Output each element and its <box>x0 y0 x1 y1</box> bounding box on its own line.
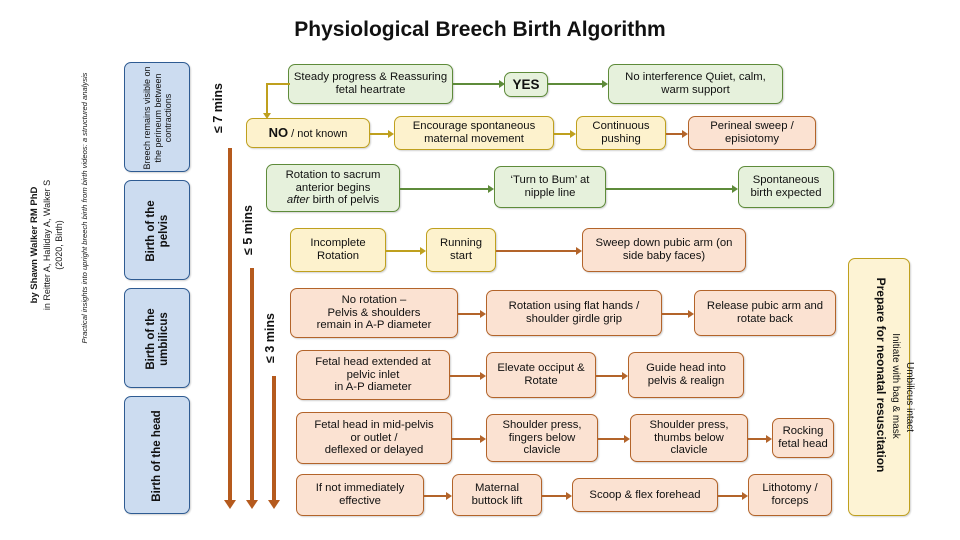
connector-running-to-sweep-head <box>576 247 582 255</box>
connector-ineffective-to-buttock <box>424 495 448 497</box>
node-rocking-fetal-head: Rocking fetal head <box>772 418 834 458</box>
connector-thumbs-to-rocking <box>748 438 768 440</box>
connector-steady-to-yes <box>453 83 501 85</box>
connector-scoop-to-lithotomy <box>718 495 744 497</box>
connector-yes-to-nointerference-head <box>602 80 608 88</box>
connector-turntobum-to-spontaneous-head <box>732 185 738 193</box>
node-shoulder-press-fingers: Shoulder press, fingers below clavicle <box>486 414 598 462</box>
timing-label-5-mins: ≤ 5 mins <box>240 205 255 255</box>
connector-extended-to-elevate-head <box>480 372 486 380</box>
connector-flathands-to-release-head <box>688 310 694 318</box>
connector-encourage-to-pushing <box>554 133 572 135</box>
stage-box-birth-pelvis: Birth of the pelvis <box>124 180 190 280</box>
node-continuous-pushing: Continuous pushing <box>576 116 666 150</box>
connector-assessment-elbow-v <box>266 83 268 115</box>
node-release-pubic-arm: Release pubic arm and rotate back <box>694 290 836 336</box>
connector-fingers-to-thumbs <box>598 438 626 440</box>
connector-incomplete-to-running <box>386 250 422 252</box>
connector-extended-to-elevate <box>450 375 482 377</box>
node-lithotomy-forceps: Lithotomy / forceps <box>748 474 832 516</box>
connector-flathands-to-release <box>662 313 690 315</box>
connector-buttock-to-scoop <box>542 495 568 497</box>
connector-elevate-to-guide-head <box>622 372 628 380</box>
time-arrow-5-mins <box>250 268 254 503</box>
connector-pushing-to-perineal-head <box>682 130 688 138</box>
connector-midpelvis-to-fingers-head <box>480 435 486 443</box>
connector-buttock-to-scoop-head <box>566 492 572 500</box>
node-rotation-flat-hands: Rotation using flat hands / shoulder gir… <box>486 290 662 336</box>
connector-fingers-to-thumbs-head <box>624 435 630 443</box>
connector-midpelvis-to-fingers <box>452 438 482 440</box>
attribution-year: (2020, Birth) <box>53 220 64 270</box>
connector-running-to-sweep <box>496 250 578 252</box>
connector-turntobum-to-spontaneous <box>606 188 734 190</box>
stage-box-birth-head: Birth of the head <box>124 396 190 514</box>
connector-steady-to-yes-head <box>499 80 505 88</box>
node-shoulder-press-thumbs: Shoulder press, thumbs below clavicle <box>630 414 748 462</box>
connector-incomplete-to-running-head <box>420 247 426 255</box>
node-sweep-down-pubic-arm: Sweep down pubic arm (on side baby faces… <box>582 228 746 272</box>
time-arrow-3-mins-head <box>268 500 280 509</box>
connector-elevate-to-guide <box>596 375 624 377</box>
connector-norotation-to-flathands-head <box>480 310 486 318</box>
node-no-interference: No interference Quiet, calm, warm suppor… <box>608 64 783 104</box>
connector-norotation-to-flathands <box>458 313 482 315</box>
node-perineal-sweep: Perineal sweep / episiotomy <box>688 116 816 150</box>
connector-assessment-elbow-head <box>263 113 271 119</box>
timing-label-7-mins: ≤ 7 mins <box>210 83 225 133</box>
node-scoop-flex-forehead: Scoop & flex forehead <box>572 478 718 512</box>
node-turn-to-bum: ‘Turn to Bum’ at nipple line <box>494 166 606 208</box>
node-guide-head-into-pelvis: Guide head into pelvis & realign <box>628 352 744 398</box>
connector-pushing-to-perineal <box>666 133 684 135</box>
connector-thumbs-to-rocking-head <box>766 435 772 443</box>
node-running-start: Running start <box>426 228 496 272</box>
node-elevate-occiput: Elevate occiput & Rotate <box>486 352 596 398</box>
page-title: Physiological Breech Birth Algorithm <box>294 18 666 41</box>
time-arrow-5-mins-head <box>246 500 258 509</box>
connector-no-to-encourage-head <box>388 130 394 138</box>
node-maternal-buttock-lift: Maternal buttock lift <box>452 474 542 516</box>
connector-rotation-to-turntobum <box>400 188 490 190</box>
stage-box-birth-umbilicus: Birth of the umbilicus <box>124 288 190 388</box>
panel-neonatal-resuscitation: Prepare for neonatal resuscitation Initi… <box>848 258 915 516</box>
connector-no-to-encourage <box>370 133 390 135</box>
stage-box-breech-visible: Breech remains visible on the perineum b… <box>124 62 190 172</box>
time-arrow-7-mins <box>228 148 232 503</box>
node-yes-decision: YES <box>504 72 548 97</box>
node-steady-progress: Steady progress & Reassuring fetal heart… <box>288 64 453 104</box>
node-encourage-movement: Encourage spontaneous maternal movement <box>394 116 554 150</box>
node-no-not-known: NO / not known <box>246 118 370 148</box>
time-arrow-7-mins-head <box>224 500 236 509</box>
node-spontaneous-birth-expected: Spontaneous birth expected <box>738 166 834 208</box>
node-incomplete-rotation: Incomplete Rotation <box>290 228 386 272</box>
node-if-not-immediately-effective: If not immediately effective <box>296 474 424 516</box>
connector-ineffective-to-buttock-head <box>446 492 452 500</box>
connector-yes-to-nointerference <box>548 83 604 85</box>
time-arrow-3-mins <box>272 376 276 503</box>
connector-rotation-to-turntobum-head <box>488 185 494 193</box>
timing-label-3-mins: ≤ 3 mins <box>262 313 277 363</box>
connector-encourage-to-pushing-head <box>570 130 576 138</box>
connector-assessment-elbow-h <box>266 83 290 85</box>
attribution-paper-title: Practical insights into upright breech b… <box>79 72 89 344</box>
connector-scoop-to-lithotomy-head <box>742 492 748 500</box>
